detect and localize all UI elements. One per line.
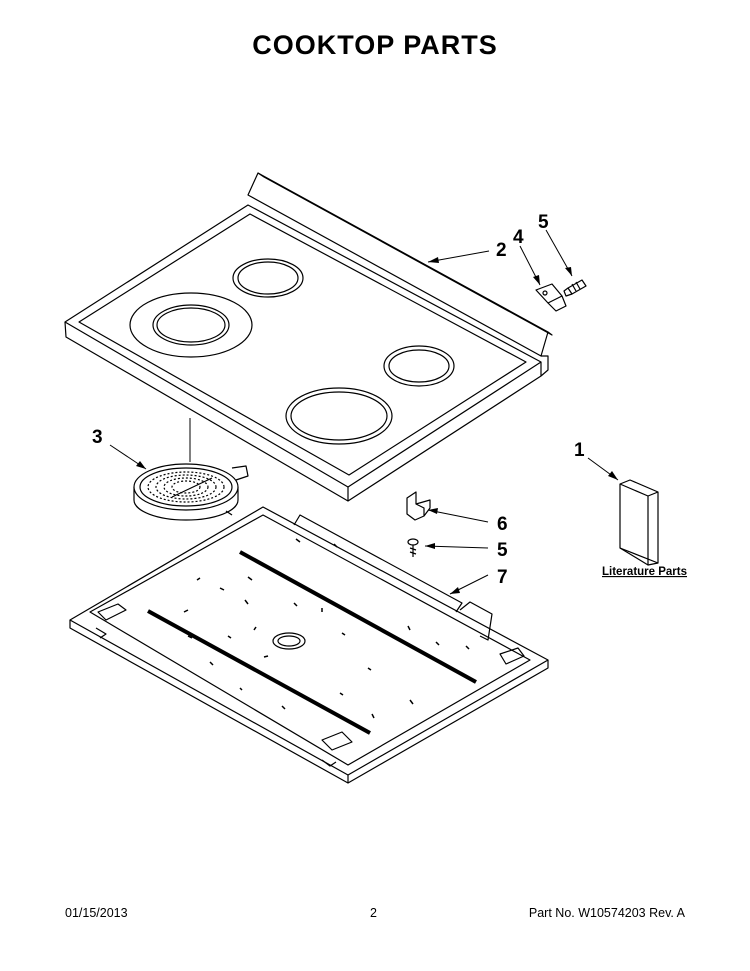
callout-4: 4: [513, 227, 524, 248]
callout-1: 1: [574, 440, 585, 461]
footer-part-number: Part No. W10574203 Rev. A: [528, 906, 685, 920]
literature-parts-booklet: [619, 479, 659, 566]
burner-left-rear: [232, 258, 304, 298]
burner-right-rear: [383, 345, 455, 387]
callout-2: 2: [496, 240, 507, 261]
screw-top-part: [563, 279, 587, 297]
burner-right-front: [285, 387, 393, 445]
leader-arrowheads: [136, 257, 618, 594]
surface-element-part: [133, 463, 249, 521]
footer-date: 01/15/2013: [65, 906, 128, 920]
support-frame-part: [69, 506, 549, 784]
footer-page-number: 2: [370, 906, 377, 920]
literature-parts-label: Literature Parts: [602, 566, 687, 578]
burner-left-front: [129, 292, 253, 358]
callout-3: 3: [92, 427, 103, 448]
cooktop-main: [64, 172, 553, 502]
page-title: COOKTOP PARTS: [252, 30, 498, 60]
callout-5-top: 5: [538, 212, 549, 233]
callout-7: 7: [497, 567, 508, 588]
bracket-part: [535, 283, 567, 312]
callout-6: 6: [497, 514, 508, 535]
clip-part: [406, 491, 431, 521]
screw-lower-part: [407, 538, 419, 557]
callout-5-lower: 5: [497, 540, 508, 561]
